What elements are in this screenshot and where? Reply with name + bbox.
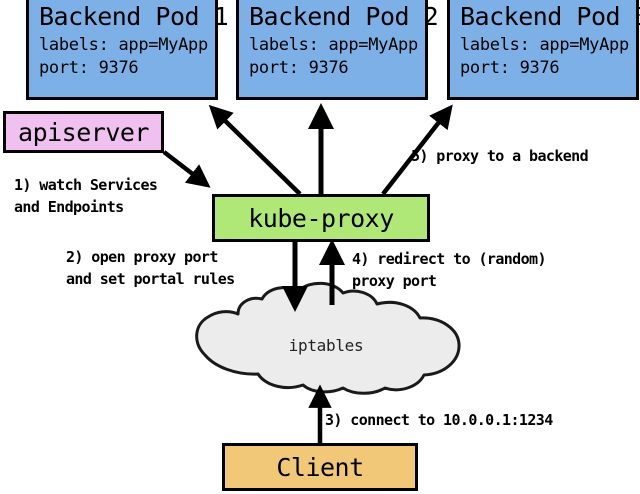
backend-pod-3-labels: labels: app=MyApp — [460, 35, 629, 55]
backend-pod-1-labels: labels: app=MyApp — [39, 35, 208, 55]
backend-pod-1-title: Backend Pod 1 — [39, 2, 229, 31]
edge-label-1: 1) watch Services and Endpoints — [14, 176, 158, 216]
iptables-label: iptables — [288, 336, 364, 355]
backend-pod-2-port: port: 9376 — [249, 58, 349, 78]
client-label: Client — [276, 452, 364, 482]
backend-pod-2-box[interactable]: Backend Pod 2 labels: app=MyApp port: 93… — [236, 0, 439, 100]
edge-1-line — [162, 150, 211, 188]
apiserver-box[interactable]: apiserver — [3, 111, 164, 153]
kube-proxy-label: kube-proxy — [248, 203, 394, 233]
backend-pod-2-title: Backend Pod 2 — [249, 2, 439, 31]
backend-pod-3-box[interactable]: Backend Pod 3 labels: app=MyApp port: 93… — [447, 0, 640, 100]
backend-pod-2-labels: labels: app=MyApp — [249, 35, 418, 55]
iptables-cloud-shape — [195, 281, 461, 395]
client-box[interactable]: Client — [222, 443, 418, 491]
backend-pod-1-box[interactable]: Backend Pod 1 labels: app=MyApp port: 93… — [26, 0, 229, 100]
apiserver-label: apiserver — [18, 117, 149, 147]
edge-label-2: 2) open proxy port and set portal rules — [66, 248, 235, 288]
kube-proxy-box[interactable]: kube-proxy — [212, 194, 430, 242]
backend-pod-1-port: port: 9376 — [39, 58, 139, 78]
backend-pod-3-title: Backend Pod 3 — [460, 2, 640, 31]
edge-label-5: 5) proxy to a backend — [411, 147, 589, 165]
edge-pod1-line — [208, 104, 302, 196]
edge-label-3: 3) connect to 10.0.0.1:1234 — [325, 411, 553, 429]
edge-5-line — [381, 104, 453, 196]
backend-pod-3-port: port: 9376 — [460, 58, 560, 78]
edge-label-4: 4) redirect to (random) proxy port — [352, 250, 547, 290]
